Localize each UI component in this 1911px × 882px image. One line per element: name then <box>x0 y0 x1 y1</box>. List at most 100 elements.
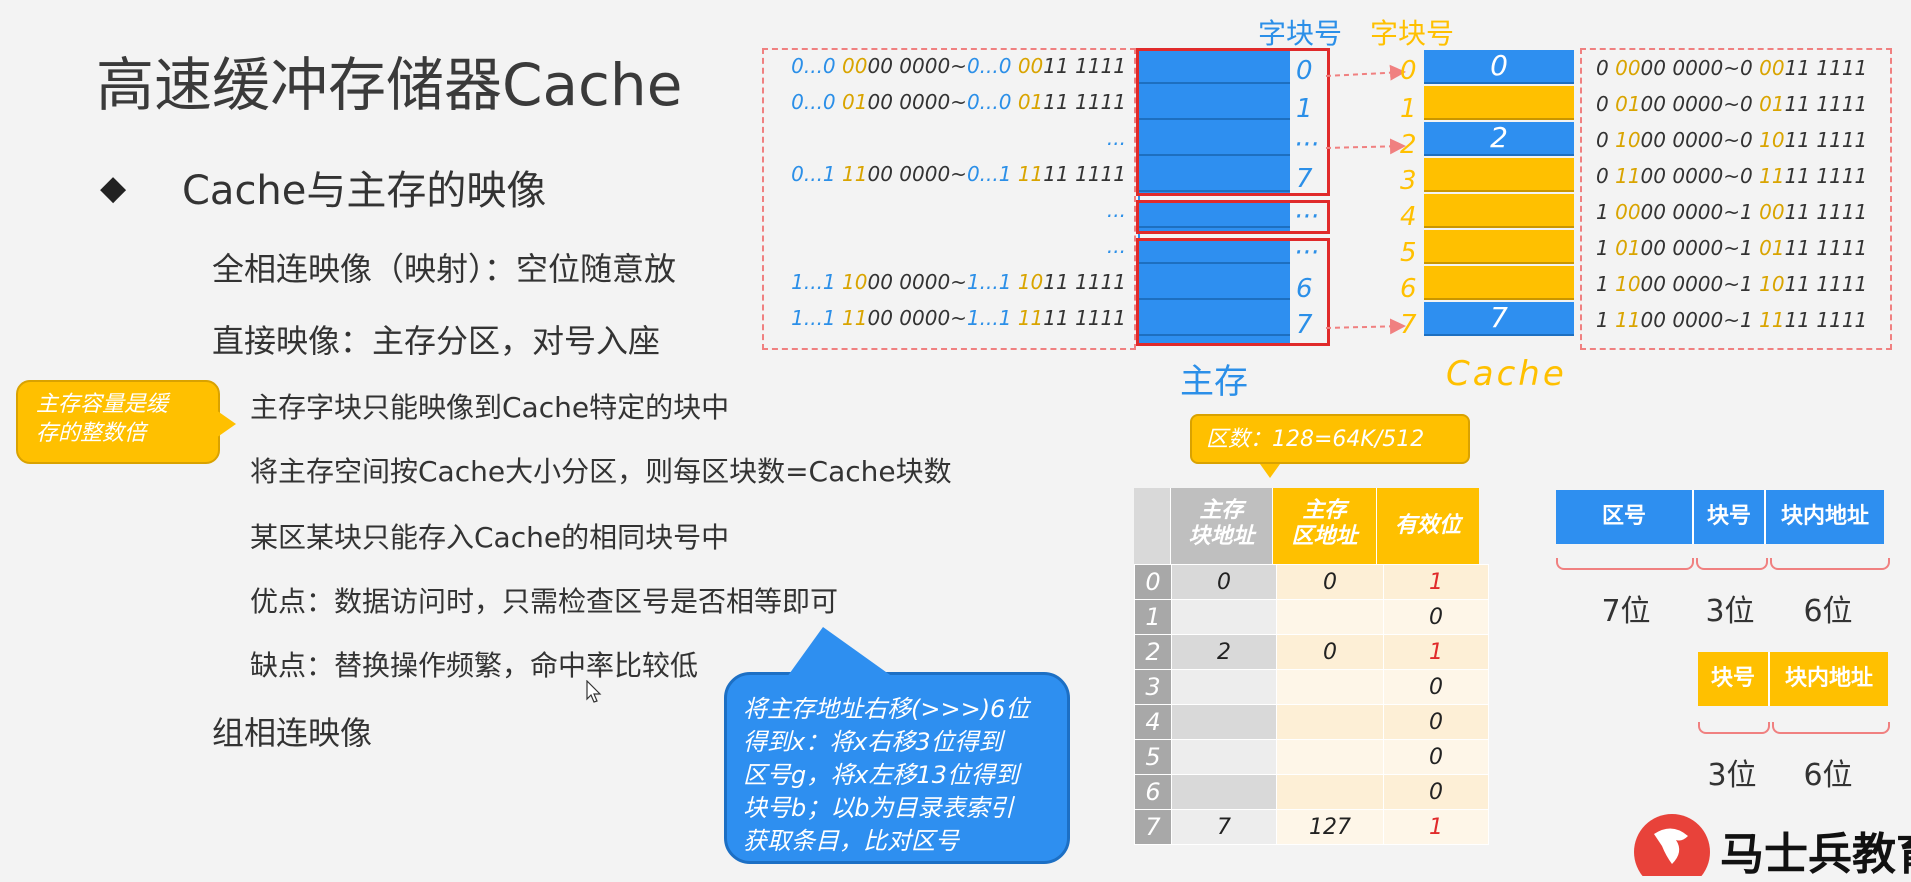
block-brace <box>1696 558 1768 570</box>
cache-address-row: 0 0100 0000~0 0111 1111 <box>1596 92 1868 116</box>
cache-block-number-field: 块号 <box>1698 652 1770 706</box>
line-disadvantage: 缺点：替换操作频繁，命中率比较低 <box>250 649 699 682</box>
memory-index: 0 <box>1296 56 1313 86</box>
cache-index: 7 <box>1400 310 1417 340</box>
cache-address-list: 0 0000 0000~0 0011 1111 0 0100 0000~0 01… <box>1596 56 1886 344</box>
capacity-callout: 主存容量是缓 存的整数倍 <box>16 380 236 464</box>
callout-text-line: 存的整数倍 <box>36 421 147 446</box>
line-block-mapping: 主存字块只能映像到Cache特定的块中 <box>250 391 730 424</box>
callout-text-line: 将主存地址右移(>>>)6位 <box>743 695 1030 723</box>
memory-address-list: 0...0 0000 0000~0...0 0011 1111 0...0 01… <box>764 54 1126 342</box>
cache-index: 1 <box>1400 94 1417 124</box>
cache-block-number-label: 字块号 <box>1370 17 1455 50</box>
memory-block-number-label: 字块号 <box>1258 17 1343 50</box>
cache-block <box>1424 230 1574 264</box>
cache-index: 3 <box>1400 166 1417 196</box>
memory-address-row: 1...1 1000 0000~1...1 1011 1111 <box>791 270 1126 294</box>
memory-address-row: 0...1 1100 0000~0...1 1111 1111 <box>791 162 1126 186</box>
memory-address-row: 0...0 0000 0000~0...0 0011 1111 <box>791 54 1126 78</box>
offset-bits-label: 6位 <box>1803 594 1853 629</box>
cache-index: 6 <box>1400 274 1417 304</box>
cache-address-row: 0 1100 0000~0 1111 1111 <box>1596 164 1868 188</box>
memory-address-row: 1...1 1100 0000~1...1 1111 1111 <box>791 306 1126 330</box>
cache-index: 4 <box>1400 202 1417 232</box>
cache-block-bits-label: 3位 <box>1707 758 1757 793</box>
brand-logo-text: 马士兵教育 <box>1720 829 1911 880</box>
header-valid-bit: 有效位 <box>1377 488 1479 564</box>
memory-index: 7 <box>1296 164 1313 194</box>
cache-address-box <box>1580 48 1892 350</box>
cache-address-row: 1 0000 0000~1 0011 1111 <box>1596 200 1868 224</box>
memory-address-row: ... <box>1106 126 1126 150</box>
memory-index: 1 <box>1296 94 1313 124</box>
cache-address-row: 1 1100 0000~1 1111 1111 <box>1596 308 1868 332</box>
memory-index: ··· <box>1294 130 1319 160</box>
callout-text-line: 获取条目，比对区号 <box>743 827 959 855</box>
cache-block: 0 <box>1424 50 1574 84</box>
line-fully-associative: 全相连映像（映射）：空位随意放 <box>212 250 677 288</box>
callout-text-line: 块号b；以b为目录表索引 <box>743 794 1014 822</box>
memory-index: ··· <box>1294 202 1319 232</box>
offset-brace <box>1770 558 1890 570</box>
section-heading: Cache与主存的映像 <box>182 168 547 214</box>
cache-address-row: 1 1000 0000~1 1011 1111 <box>1596 272 1868 296</box>
zone-middle-box <box>1136 200 1330 234</box>
cache-index: 5 <box>1400 238 1417 268</box>
memory-address-row: ... <box>1106 198 1126 222</box>
line-set-associative: 组相连映像 <box>212 714 373 752</box>
callout-text-line: 区号g，将x左移13位得到 <box>743 761 1019 789</box>
main-address-format: 区号 块号 块内地址 <box>1556 490 1884 544</box>
mouse-cursor-icon <box>586 680 602 703</box>
block-bits-label: 3位 <box>1705 594 1755 629</box>
line-same-block: 某区某块只能存入Cache的相同块号中 <box>250 521 730 554</box>
callout-text-line: 得到x：将x右移3位得到 <box>743 728 1003 756</box>
block-offset-field: 块内地址 <box>1766 490 1884 544</box>
line-direct-mapping: 直接映像：主存分区，对号入座 <box>212 322 661 360</box>
memory-gap <box>1140 194 1290 202</box>
cache-label: Cache <box>1446 354 1567 394</box>
cache-address-format: 块号 块内地址 <box>1698 652 1888 706</box>
cache-address-row: 1 0100 0000~1 0111 1111 <box>1596 236 1868 260</box>
main-memory-column <box>1138 48 1290 346</box>
memory-address-box <box>762 48 1136 350</box>
cache-block: 2 <box>1424 122 1574 156</box>
memory-address-row: 0...0 0100 0000~0...0 0111 1111 <box>791 90 1126 114</box>
slide-title: 高速缓冲存储器Cache <box>96 51 683 119</box>
block-number-field: 块号 <box>1694 490 1766 544</box>
cache-address-row: 0 0000 0000~0 0011 1111 <box>1596 56 1868 80</box>
cache-block <box>1424 158 1574 192</box>
line-advantage: 优点：数据访问时，只需检查区号是否相等即可 <box>250 585 839 618</box>
cache-column: 0 2 7 <box>1424 50 1574 346</box>
cache-block-offset-field: 块内地址 <box>1770 652 1888 706</box>
cache-block <box>1424 86 1574 120</box>
mapping-arrows <box>1325 64 1406 335</box>
zone-bits-label: 7位 <box>1601 594 1651 629</box>
main-memory-label: 主存 <box>1180 362 1248 402</box>
header-zone-address: 主存 区地址 <box>1273 488 1377 564</box>
zone-count-callout-tail <box>1260 464 1280 478</box>
memory-index: 7 <box>1296 310 1313 340</box>
header-block-address: 主存 块地址 <box>1171 488 1273 564</box>
zone-0-box <box>1136 48 1330 196</box>
cache-index: 2 <box>1400 130 1417 160</box>
diamond-bullet-icon: ◆ <box>100 168 127 208</box>
zone-number-field: 区号 <box>1556 490 1694 544</box>
cache-block <box>1424 194 1574 228</box>
zone-brace <box>1556 558 1694 570</box>
cache-block-brace <box>1698 722 1770 734</box>
zone-last-box <box>1136 238 1330 346</box>
brand-logo-icon <box>1634 814 1710 876</box>
cache-address-row: 0 1000 0000~0 1011 1111 <box>1596 128 1868 152</box>
cache-block: 7 <box>1424 302 1574 336</box>
callout-text-line: 主存容量是缓 <box>36 392 169 417</box>
cache-index: 0 <box>1400 56 1417 86</box>
